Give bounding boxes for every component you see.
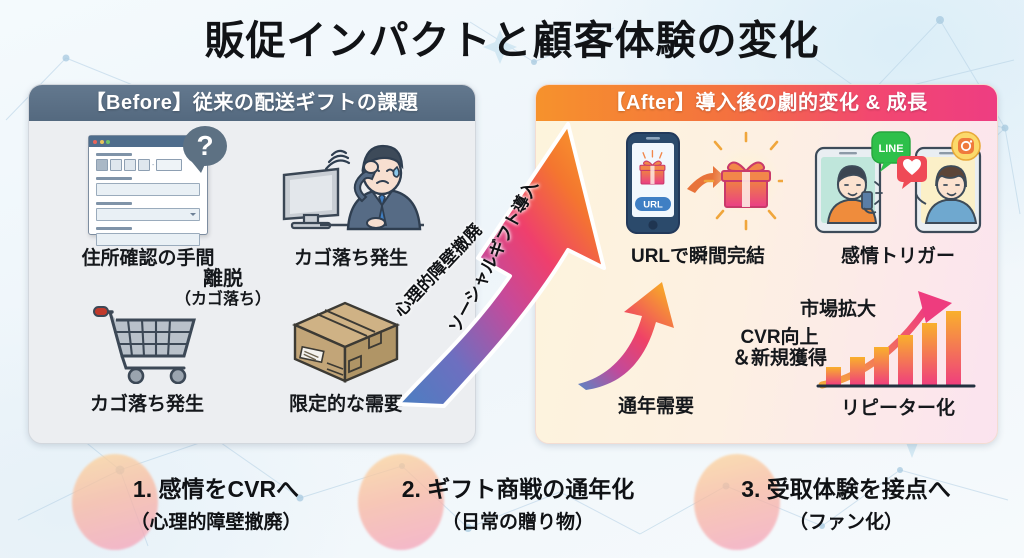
after-item-emotion-trigger: LINE (808, 125, 988, 268)
kpi-item-3: 3. 受取体験を接点へ （ファン化） (690, 452, 1002, 552)
kpi-main-label: 1. 感情をCVRへ (132, 476, 300, 502)
before-item-label: カゴ落ち発生 (89, 394, 204, 415)
url-badge-text: URL (643, 200, 663, 211)
bar-chart-growth-icon (814, 287, 982, 391)
kpi-item-1: 1. 感情をCVRへ （心理的障壁撤廃） (66, 452, 366, 552)
kpi-sub-label: （ファン化） (788, 512, 903, 533)
before-item-label: 限定的な需要 (288, 394, 403, 415)
kpi-blob (358, 454, 444, 550)
before-panel-body: - ? 住所確認の手間 (29, 121, 475, 443)
line-badge-text: LINE (878, 143, 903, 155)
transition-arrow-icon (396, 122, 606, 408)
cart-abandon-note: 離脱 （カゴ落ち） (175, 268, 272, 308)
social-share-phones-icon: LINE (814, 125, 982, 239)
after-item-label: リピーター化 (840, 398, 955, 419)
question-mark-bubble-icon: ? (183, 126, 227, 173)
before-item-cart-abandon-1: カゴ落ち発生 (261, 133, 441, 270)
cvr-note-line2: ＆新規獲得 (732, 348, 828, 370)
before-item-cart-abandon-2: カゴ落ち発生 (67, 295, 227, 416)
shopping-cart-icon (92, 295, 202, 387)
after-panel-body: URL (536, 121, 997, 443)
before-item-label: カゴ落ち発生 (293, 248, 408, 269)
before-panel: 【Before】従来の配送ギフトの課題 - (28, 84, 476, 444)
cardboard-box-icon (287, 295, 405, 387)
after-item-label: URLで瞬間完結 (630, 246, 766, 267)
leak-main-label: 離脱 (203, 268, 243, 290)
browser-form-question-icon: - ? (88, 126, 227, 246)
before-panel-header: 【Before】従来の配送ギフトの課題 (29, 85, 475, 121)
kpi-blob (694, 454, 780, 550)
before-item-label: 住所確認の手間 (81, 248, 215, 269)
kpi-blob (72, 454, 158, 550)
before-item-address-hassle: - ? 住所確認の手間 (63, 126, 233, 270)
after-item-url-instant: URL (598, 127, 798, 268)
rising-arrow-icon (570, 282, 742, 390)
before-item-limited-demand: 限定的な需要 (251, 295, 441, 416)
kpi-sub-label: （日常の贈り物） (441, 512, 594, 533)
after-item-label: 通年需要 (617, 396, 694, 417)
after-panel-header: 【After】導入後の劇的変化 & 成長 (536, 85, 997, 121)
kpi-main-label: 2. ギフト商戦の通年化 (401, 476, 635, 502)
kpi-main-label: 3. 受取体験を接点へ (741, 476, 951, 502)
kpi-item-2: 2. ギフト商戦の通年化 （日常の贈り物） (358, 452, 678, 552)
page-title: 販促インパクトと顧客体験の変化 (204, 19, 820, 63)
kpi-sub-label: （心理的障壁撤廃） (130, 512, 302, 533)
after-item-label: 感情トリガー (840, 246, 955, 267)
cvr-note-line1: CVR向上 (740, 327, 819, 348)
leak-sub-label: （カゴ落ち） (175, 290, 272, 308)
cvr-note: CVR向上 ＆新規獲得 (732, 327, 827, 370)
question-mark-glyph: ? (196, 130, 214, 161)
phone-gift-icon: URL (613, 127, 783, 239)
market-note: 市場拡大 (800, 299, 877, 320)
after-item-year-round-demand: 通年需要 (566, 282, 746, 418)
frustrated-man-computer-icon (276, 133, 426, 241)
after-item-repeat-customers: リピーター化 (808, 287, 988, 420)
